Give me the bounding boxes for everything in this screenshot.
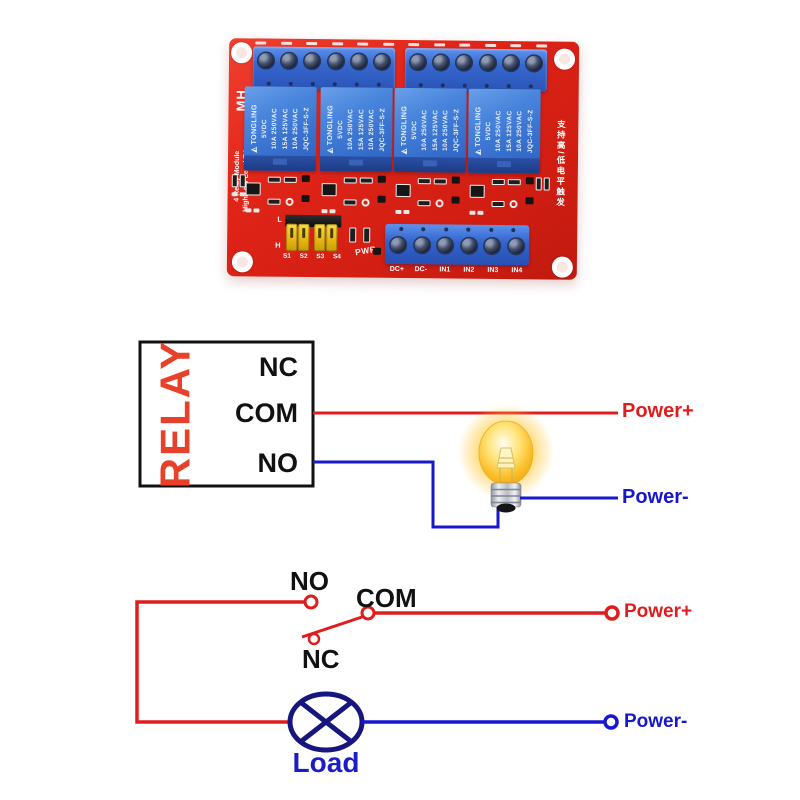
- switch-no-label: NO: [290, 566, 329, 596]
- relay-no-label: NO: [257, 448, 299, 478]
- no-contact: [303, 594, 319, 610]
- load-symbol-cross: [298, 700, 354, 744]
- switch-com-label: COM: [356, 583, 417, 613]
- bulb-screw-base: [490, 482, 522, 508]
- relay-nc-label: NC: [259, 352, 298, 382]
- load-label: Load: [292, 747, 360, 778]
- bulb-contact-cap: [496, 503, 516, 513]
- bulb-base-ridges: [491, 488, 521, 504]
- no-to-bulb-wire: [313, 460, 500, 529]
- relay-com-label: COM: [235, 398, 298, 428]
- bulb-filament-lines: [498, 457, 514, 482]
- relay-box-outline: [138, 340, 315, 488]
- power-plus-label-bottom: Power+: [624, 601, 693, 622]
- power-plus-terminal: [604, 605, 620, 621]
- no-loop-wire: [135, 600, 304, 724]
- nc-contact: [307, 632, 321, 646]
- switch-nc-label: NC: [302, 644, 340, 674]
- power-minus-label-bottom: Power-: [624, 711, 688, 732]
- power-plus-label-middle: Power+: [622, 400, 694, 422]
- power-minus-label-middle: Power-: [622, 486, 689, 508]
- power-minus-terminal: [603, 714, 619, 730]
